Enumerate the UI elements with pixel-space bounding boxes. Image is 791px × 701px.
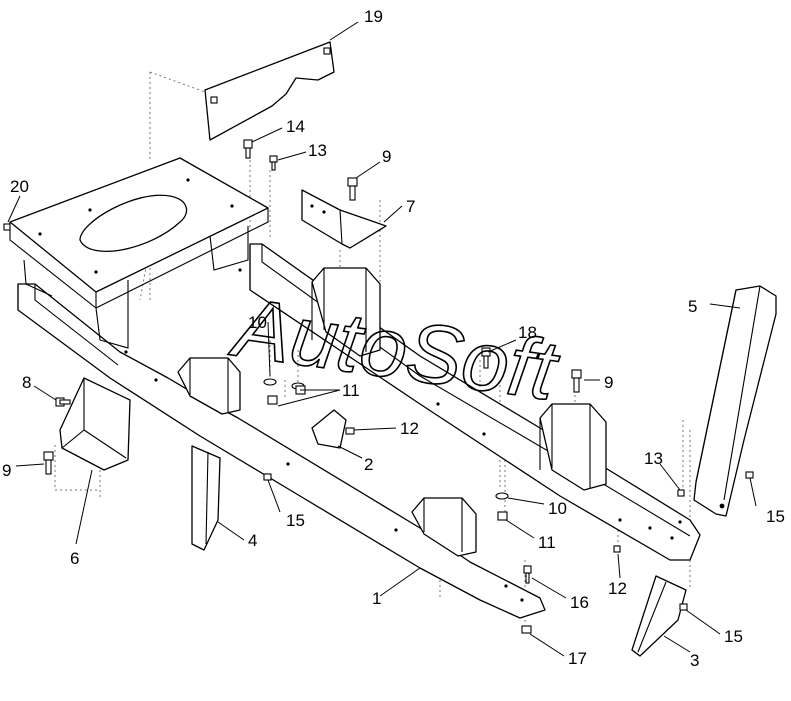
callout-13-top: 13 [308,141,327,160]
callout-3: 3 [690,651,699,670]
callout-1: 1 [372,589,381,608]
fasteners [3,139,754,634]
callout-6: 6 [70,549,79,568]
callout-18: 18 [518,323,537,342]
front-platform [9,157,269,349]
callout-2: 2 [364,455,373,474]
callout-14: 14 [286,117,305,136]
callouts: 19 14 13 9 7 20 5 10 11 18 9 12 2 8 9 6 … [2,7,785,670]
bracket-3 [631,575,687,657]
callout-15-bottom: 15 [724,627,743,646]
callout-12-right: 12 [608,579,627,598]
bracket-2 [311,409,347,449]
callout-12-left: 12 [400,419,419,438]
leader-lines [7,21,757,657]
callout-17: 17 [568,649,587,668]
callout-9-right: 9 [604,373,613,392]
callout-15-right: 15 [766,507,785,526]
bracket-7 [301,189,387,249]
callout-7: 7 [406,197,415,216]
callout-11-right: 11 [538,533,556,552]
side-rail-left [17,283,546,619]
callout-8: 8 [22,373,31,392]
callout-11-left: 11 [342,381,360,400]
side-rail-right [238,243,701,561]
callout-16: 16 [570,593,589,612]
callout-15-left: 15 [286,511,305,530]
callout-13-right: 13 [644,449,663,468]
callout-4: 4 [248,531,257,550]
bracket-5 [693,285,777,517]
callout-9-left: 9 [2,461,11,480]
callout-5: 5 [688,297,697,316]
callout-10-right: 10 [548,499,567,518]
callout-19: 19 [364,7,383,26]
callout-10-left: 10 [248,313,267,332]
bracket-6 [59,377,131,471]
shield-plate [204,41,335,141]
callout-9-top: 9 [382,147,391,166]
callout-20: 20 [10,177,29,196]
bracket-4 [191,445,221,551]
